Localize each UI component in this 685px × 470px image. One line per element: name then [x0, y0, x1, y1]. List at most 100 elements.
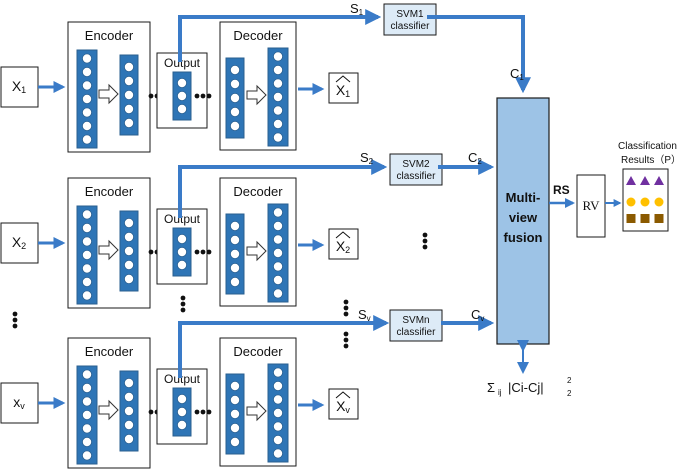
- neuron: [272, 247, 283, 258]
- input-box: [0, 222, 39, 264]
- dot: [206, 409, 212, 415]
- neuron: [272, 261, 283, 272]
- dot: [422, 232, 428, 238]
- neuron: [82, 134, 93, 145]
- circle-icon: [640, 197, 650, 207]
- view-ellipsis-svm-upper: [343, 299, 349, 317]
- fusion-label-line3: fusion: [504, 230, 543, 245]
- encoder-label: Encoder: [85, 184, 134, 199]
- neuron: [82, 382, 93, 393]
- hollow-arrow-icon: [246, 84, 267, 106]
- neuron: [272, 220, 283, 231]
- neuron: [272, 407, 283, 418]
- neuron: [229, 107, 240, 118]
- neuron: [229, 408, 240, 419]
- neuron: [272, 448, 283, 459]
- ellipsis-dots-icon: [194, 249, 212, 255]
- neuron: [229, 79, 240, 90]
- reconstruction-box: [328, 228, 359, 260]
- fusion-label-line2: view: [509, 210, 538, 225]
- view-ellipsis-left: [12, 311, 18, 329]
- fusion-block: Multi- view fusion: [496, 97, 550, 345]
- s-label: S1: [350, 1, 364, 17]
- dot: [206, 93, 212, 99]
- neuron: [124, 217, 135, 228]
- dot: [12, 311, 18, 317]
- formula-sigma: Σ: [487, 380, 495, 395]
- svm-label: SVMn: [402, 315, 429, 326]
- neuron: [82, 450, 93, 461]
- dot: [343, 331, 349, 337]
- dot: [148, 409, 154, 415]
- output-label: Output: [164, 372, 201, 386]
- rv-label: RV: [582, 198, 600, 213]
- neuron: [229, 121, 240, 132]
- square-icon: [626, 214, 636, 223]
- neuron: [82, 409, 93, 420]
- triangle-icon: [640, 176, 650, 185]
- dot: [12, 317, 18, 323]
- neuron: [272, 274, 283, 285]
- neuron: [82, 107, 93, 118]
- dot: [148, 93, 154, 99]
- dot: [12, 323, 18, 329]
- neuron: [124, 62, 135, 73]
- triangle-icon: [654, 176, 664, 185]
- dot: [148, 249, 154, 255]
- dot: [200, 409, 206, 415]
- neuron: [272, 65, 283, 76]
- hat-icon: [335, 231, 351, 239]
- neuron: [82, 249, 93, 260]
- output-label: Output: [164, 212, 201, 226]
- neuron: [272, 78, 283, 89]
- s-arrow-icon: [178, 315, 390, 378]
- neuron: [124, 90, 135, 101]
- results-title-line2: Results（P）: [621, 154, 681, 166]
- svm-label: SVM2: [402, 159, 430, 170]
- decoder-label: Decoder: [233, 28, 283, 43]
- s-arrow-icon: [178, 9, 382, 62]
- decoder-label: Decoder: [233, 184, 283, 199]
- neuron: [82, 276, 93, 287]
- hollow-arrow-icon: [246, 240, 267, 262]
- neuron: [229, 262, 240, 273]
- encoder-label: Encoder: [85, 344, 134, 359]
- encoder-label: Encoder: [85, 28, 134, 43]
- formula-body: |Ci-Cj|: [508, 380, 544, 395]
- dot: [422, 238, 428, 244]
- neuron: [229, 65, 240, 76]
- svm-sublabel: classifier: [391, 21, 431, 32]
- formula-sub: 2: [567, 389, 572, 398]
- neuron: [272, 207, 283, 218]
- neuron: [176, 233, 187, 244]
- c-arrow-icon: [427, 15, 531, 94]
- hollow-arrow-icon: [246, 400, 267, 422]
- neuron: [272, 421, 283, 432]
- classification-results: Classification Results（P）: [618, 141, 681, 232]
- dot: [180, 307, 186, 313]
- neuron: [272, 132, 283, 143]
- neuron: [229, 422, 240, 433]
- circle-icon: [626, 197, 636, 207]
- dot: [180, 301, 186, 307]
- neuron: [124, 433, 135, 444]
- hat-icon: [335, 75, 351, 83]
- neuron: [272, 367, 283, 378]
- neuron: [82, 222, 93, 233]
- neuron: [124, 377, 135, 388]
- dot: [343, 305, 349, 311]
- neuron: [124, 245, 135, 256]
- dot: [422, 244, 428, 250]
- input-label: xv: [13, 394, 25, 411]
- neuron: [229, 436, 240, 447]
- c-label: C2: [468, 150, 482, 166]
- dot: [343, 299, 349, 305]
- neuron: [229, 276, 240, 287]
- neuron: [176, 419, 187, 430]
- neuron: [272, 394, 283, 405]
- ellipsis-dots-icon: [194, 93, 212, 99]
- reconstruction-label: X2: [336, 238, 350, 255]
- dot: [180, 295, 186, 301]
